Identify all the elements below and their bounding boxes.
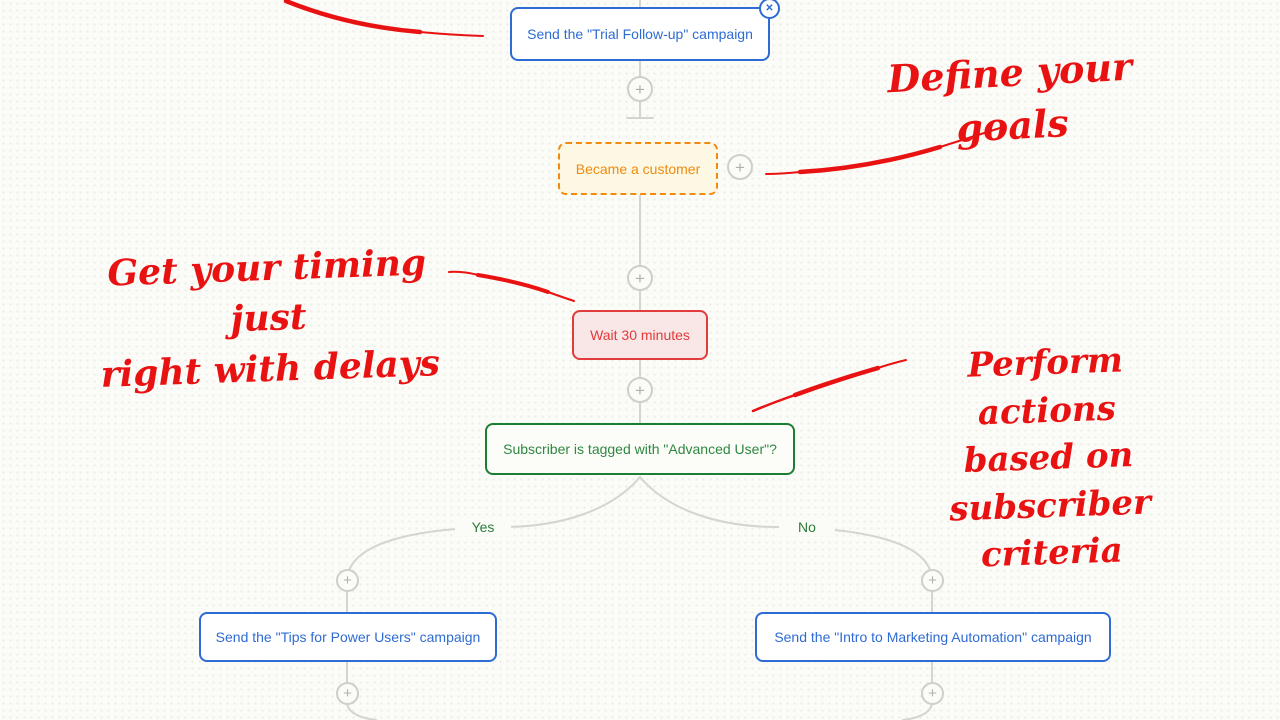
- branch-label-yes: Yes: [455, 518, 511, 536]
- add-step-button-after-tips[interactable]: +: [336, 682, 359, 705]
- node-intro-campaign[interactable]: Send the "Intro to Marketing Automation"…: [755, 612, 1111, 662]
- add-step-button-before-wait[interactable]: +: [627, 265, 653, 291]
- node-trial-followup-campaign[interactable]: Send the "Trial Follow-up" campaign: [510, 7, 770, 61]
- swoosh-timing-tail: [448, 270, 479, 276]
- node-became-customer-goal[interactable]: Became a customer: [558, 142, 718, 195]
- node-label: Send the "Trial Follow-up" campaign: [527, 26, 753, 42]
- plus-icon: +: [928, 685, 937, 702]
- close-button[interactable]: ✕: [759, 0, 780, 19]
- add-step-button-after-intro[interactable]: +: [921, 682, 944, 705]
- swoosh-actions: [792, 365, 881, 398]
- node-label: Became a customer: [575, 160, 701, 177]
- annotation-subscriber-criteria: Perform actions based on subscriber crit…: [892, 335, 1205, 583]
- add-step-button-after-trial[interactable]: +: [627, 76, 653, 102]
- annotation-timing-delays: Get your timing just right with delays: [93, 237, 443, 400]
- add-step-button-no-branch[interactable]: +: [921, 569, 944, 592]
- node-wait-delay[interactable]: Wait 30 minutes: [572, 310, 708, 360]
- node-label: Send the "Tips for Power Users" campaign: [215, 629, 481, 645]
- plus-icon: +: [635, 79, 645, 99]
- swoosh-goals-tail: [939, 127, 1001, 148]
- annotation-line: Perform actions: [966, 340, 1124, 434]
- annotation-line: subscriber criteria: [948, 482, 1152, 576]
- annotation-define-goals: Define your goals: [853, 38, 1168, 160]
- swoosh-actions-tip: [751, 393, 797, 413]
- swoosh-top-left: [283, 0, 423, 35]
- plus-icon: +: [343, 685, 352, 702]
- node-label: Send the "Intro to Marketing Automation"…: [774, 629, 1092, 645]
- annotation-line: Define your goals: [886, 43, 1134, 152]
- node-label: Subscriber is tagged with "Advanced User…: [503, 441, 777, 457]
- swoosh-actions-tail: [877, 359, 907, 369]
- node-tips-campaign[interactable]: Send the "Tips for Power Users" campaign: [199, 612, 497, 662]
- plus-icon: +: [635, 380, 645, 400]
- plus-icon: +: [635, 268, 645, 288]
- add-step-button-beside-goal[interactable]: +: [727, 154, 753, 180]
- close-icon: ✕: [765, 3, 774, 14]
- branch-label-no: No: [779, 518, 835, 536]
- swoosh-goals: [797, 144, 943, 175]
- swoosh-top-left-tip: [419, 31, 484, 37]
- plus-icon: +: [735, 157, 745, 177]
- plus-icon: +: [928, 572, 937, 589]
- connector-tips-merge: [346, 703, 377, 720]
- connector-yes-branch: [346, 476, 641, 613]
- add-step-button-before-condition[interactable]: +: [627, 377, 653, 403]
- swoosh-goals-tip: [765, 171, 801, 175]
- swoosh-timing: [476, 273, 550, 294]
- node-label: Wait 30 minutes: [590, 327, 690, 343]
- node-subscriber-condition[interactable]: Subscriber is tagged with "Advanced User…: [485, 423, 795, 475]
- annotation-line: Get your timing just: [106, 241, 427, 341]
- swoosh-timing-tip: [547, 291, 575, 302]
- plus-icon: +: [343, 572, 352, 589]
- red-swooshes: [283, 0, 1001, 413]
- add-step-button-yes-branch[interactable]: +: [336, 569, 359, 592]
- connector-no-branch: [639, 476, 933, 613]
- connector-intro-merge: [902, 703, 933, 720]
